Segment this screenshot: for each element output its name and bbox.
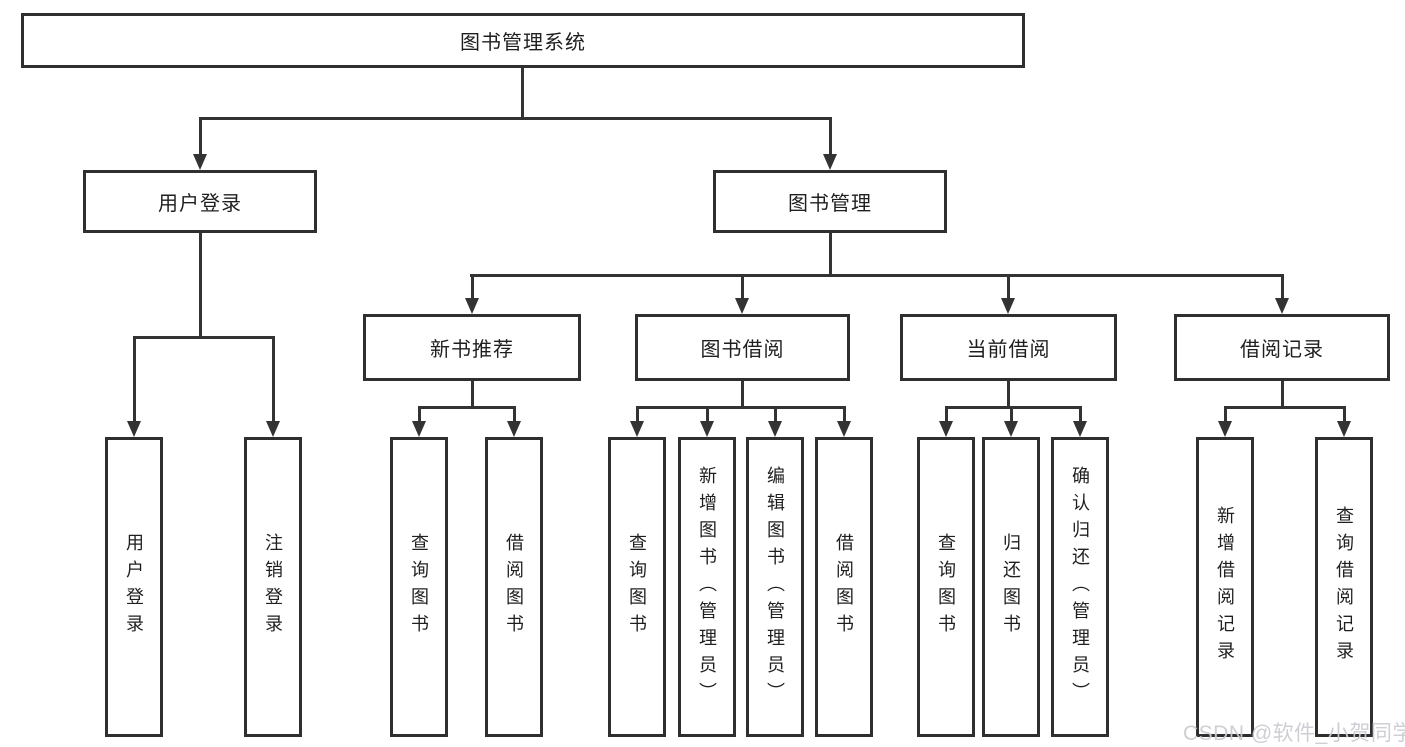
connector-line — [470, 274, 1284, 277]
arrow-down-icon — [507, 421, 521, 437]
connector-line — [636, 406, 639, 421]
connector-line — [1224, 406, 1227, 421]
arrow-down-icon — [193, 154, 207, 170]
connector-line — [199, 117, 202, 154]
leaf-newbook-query-books: 查询图书 — [390, 437, 448, 737]
connector-line — [1007, 381, 1010, 406]
connector-line — [513, 406, 516, 421]
arrow-down-icon — [735, 298, 749, 314]
connector-line — [1343, 406, 1346, 421]
leaf-label: 查询图书 — [409, 533, 429, 641]
leaf-newbook-borrow-books: 借阅图书 — [485, 437, 543, 737]
arrow-down-icon — [465, 298, 479, 314]
connector-line — [272, 336, 275, 421]
arrow-down-icon — [768, 421, 782, 437]
leaf-borrow-borrow-books: 借阅图书 — [815, 437, 873, 737]
arrow-down-icon — [700, 421, 714, 437]
leaf-label: 注销登录 — [263, 533, 283, 641]
leaf-borrow-query-books: 查询图书 — [608, 437, 666, 737]
connector-line — [945, 406, 948, 421]
leaf-user-login: 用户登录 — [105, 437, 163, 737]
arrow-down-icon — [412, 421, 426, 437]
connector-line — [199, 117, 832, 120]
leaf-borrow-edit-books-admin: 编辑图书（管理员） — [746, 437, 804, 737]
connector-line — [636, 406, 846, 409]
node-label: 用户登录 — [158, 193, 242, 215]
leaf-label: 新增借阅记录 — [1215, 506, 1235, 668]
node-book-management-group: 图书管理 — [713, 170, 947, 233]
connector-line — [945, 406, 1082, 409]
connector-line — [1281, 381, 1284, 406]
connector-line — [471, 274, 474, 298]
connector-line — [1010, 406, 1013, 421]
connector-line — [199, 233, 202, 336]
leaf-label: 查询借阅记录 — [1334, 506, 1354, 668]
leaf-label: 借阅图书 — [504, 533, 524, 641]
node-label: 新书推荐 — [430, 339, 514, 361]
node-label: 图书借阅 — [700, 339, 785, 361]
node-user-login-group: 用户登录 — [83, 170, 317, 233]
node-label: 当前借阅 — [966, 339, 1051, 361]
leaf-current-return-books: 归还图书 — [982, 437, 1040, 737]
connector-line — [774, 406, 777, 421]
arrow-down-icon — [1004, 421, 1018, 437]
arrow-down-icon — [1001, 298, 1015, 314]
leaf-borrow-add-books-admin: 新增图书（管理员） — [678, 437, 736, 737]
arrow-down-icon — [127, 421, 141, 437]
leaf-records-query-record: 查询借阅记录 — [1315, 437, 1373, 737]
node-book-borrow: 图书借阅 — [635, 314, 850, 381]
connector-line — [471, 381, 474, 406]
leaf-label: 新增图书（管理员） — [697, 465, 717, 709]
connector-line — [741, 274, 744, 298]
node-current-borrow: 当前借阅 — [900, 314, 1117, 381]
connector-line — [1079, 406, 1082, 421]
arrow-down-icon — [1218, 421, 1232, 437]
node-root-system: 图书管理系统 — [21, 13, 1025, 68]
csdn-watermark: CSDN @软件_小贺同学 — [1183, 722, 1405, 745]
arrow-down-icon — [1073, 421, 1087, 437]
arrow-down-icon — [837, 421, 851, 437]
node-borrow-records: 借阅记录 — [1174, 314, 1390, 381]
arrow-down-icon — [939, 421, 953, 437]
leaf-label: 编辑图书（管理员） — [765, 465, 785, 709]
leaf-label: 查询图书 — [936, 533, 956, 641]
connector-line — [829, 233, 832, 274]
node-label: 借阅记录 — [1240, 339, 1324, 361]
arrow-down-icon — [266, 421, 280, 437]
connector-line — [133, 336, 274, 339]
arrow-down-icon — [823, 154, 837, 170]
connector-line — [133, 336, 136, 421]
connector-line — [418, 406, 421, 421]
leaf-label: 确认归还（管理员） — [1070, 465, 1090, 709]
leaf-label: 归还图书 — [1001, 533, 1021, 641]
connector-line — [706, 406, 709, 421]
leaf-records-add-record: 新增借阅记录 — [1196, 437, 1254, 737]
connector-line — [741, 381, 744, 406]
leaf-current-confirm-return-admin: 确认归还（管理员） — [1051, 437, 1109, 737]
connector-line — [521, 68, 524, 117]
node-label: 图书管理系统 — [460, 32, 586, 54]
arrow-down-icon — [1337, 421, 1351, 437]
connector-line — [843, 406, 846, 421]
connector-line — [829, 117, 832, 154]
leaf-label: 用户登录 — [124, 533, 144, 641]
leaf-logout: 注销登录 — [244, 437, 302, 737]
arrow-down-icon — [1275, 298, 1289, 314]
leaf-current-query-books: 查询图书 — [917, 437, 975, 737]
connector-line — [1007, 274, 1010, 298]
connector-line — [1224, 406, 1346, 409]
connector-line — [418, 406, 516, 409]
node-new-book-recommend: 新书推荐 — [363, 314, 581, 381]
node-label: 图书管理 — [788, 193, 872, 215]
leaf-label: 借阅图书 — [834, 533, 854, 641]
leaf-label: 查询图书 — [627, 533, 647, 641]
arrow-down-icon — [630, 421, 644, 437]
connector-line — [1281, 274, 1284, 298]
